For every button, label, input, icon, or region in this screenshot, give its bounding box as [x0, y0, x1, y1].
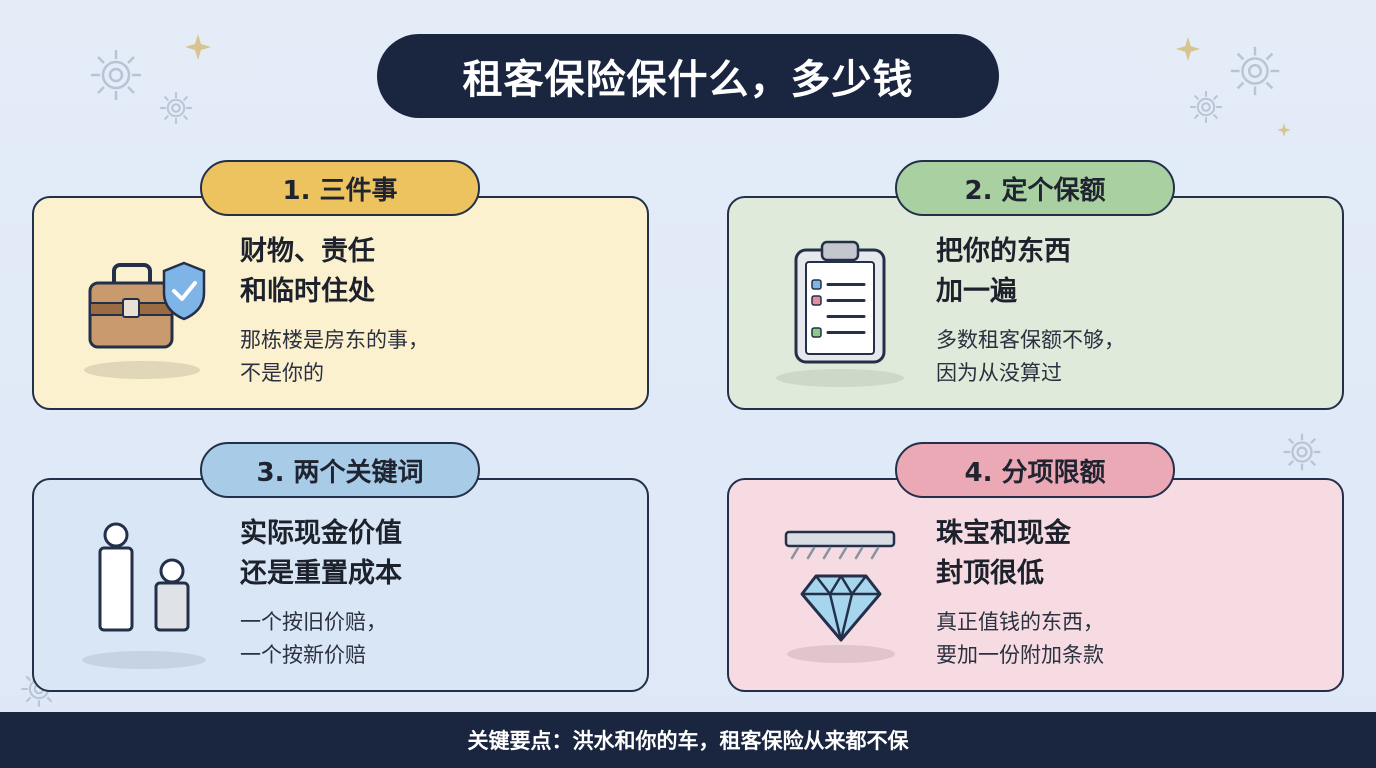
card-description: 一个按旧价赔， 一个按新价赔: [240, 606, 387, 672]
gear-icon: [1283, 433, 1321, 471]
sparkle-icon: [1277, 123, 1291, 137]
card-headline: 实际现金价值 还是重置成本: [240, 514, 402, 594]
description-line: 一个按旧价赔，: [240, 610, 387, 634]
headline-line: 珠宝和现金: [936, 518, 1071, 549]
headline-line: 财物、责任: [240, 236, 375, 267]
gear-icon: [1230, 46, 1280, 96]
card-tab-sub-limits: 4. 分项限额: [895, 442, 1175, 498]
card-tab-key-terms: 3. 两个关键词: [200, 442, 480, 498]
card-headline: 财物、责任 和临时住处: [240, 232, 375, 312]
card-headline: 珠宝和现金 封顶很低: [936, 514, 1071, 594]
card-tab-three-things: 1. 三件事: [200, 160, 480, 216]
description-line: 真正值钱的东西，: [936, 610, 1104, 634]
briefcase-shield-icon: [84, 261, 206, 379]
sparkle-icon: [1175, 36, 1201, 62]
gear-icon: [160, 92, 192, 124]
headline-line: 加一遍: [936, 276, 1017, 307]
headline-line: 把你的东西: [936, 236, 1071, 267]
description-line: 一个按新价赔: [240, 643, 366, 667]
description-line: 那栋楼是房东的事，: [240, 328, 429, 352]
card-headline: 把你的东西 加一遍: [936, 232, 1071, 312]
page-title: 租客保险保什么，多少钱: [462, 57, 914, 103]
description-line: 不是你的: [240, 361, 324, 385]
diamond-limit-icon: [784, 530, 896, 663]
footer-bar: 关键要点：洪水和你的车，租客保险从来都不保: [0, 712, 1376, 768]
card-description: 那栋楼是房东的事， 不是你的: [240, 324, 429, 390]
title-banner: 租客保险保什么，多少钱: [377, 34, 999, 118]
gear-icon: [1190, 91, 1222, 123]
sparkle-icon: [185, 34, 211, 60]
card-tab-coverage-amount: 2. 定个保额: [895, 160, 1175, 216]
card-description: 多数租客保额不够， 因为从没算过: [936, 324, 1125, 390]
description-line: 因为从没算过: [936, 361, 1062, 385]
card-description: 真正值钱的东西， 要加一份附加条款: [936, 606, 1104, 672]
headline-line: 和临时住处: [240, 276, 375, 307]
key-takeaway: 关键要点：洪水和你的车，租客保险从来都不保: [467, 729, 909, 753]
headline-line: 还是重置成本: [240, 558, 402, 589]
gear-icon: [91, 50, 141, 100]
headline-line: 封顶很低: [936, 558, 1044, 589]
description-line: 要加一份附加条款: [936, 643, 1104, 667]
description-line: 多数租客保额不够，: [936, 328, 1125, 352]
clipboard-checklist-icon: [776, 240, 904, 387]
two-bars-compare-icon: [82, 522, 206, 669]
headline-line: 实际现金价值: [240, 518, 402, 549]
